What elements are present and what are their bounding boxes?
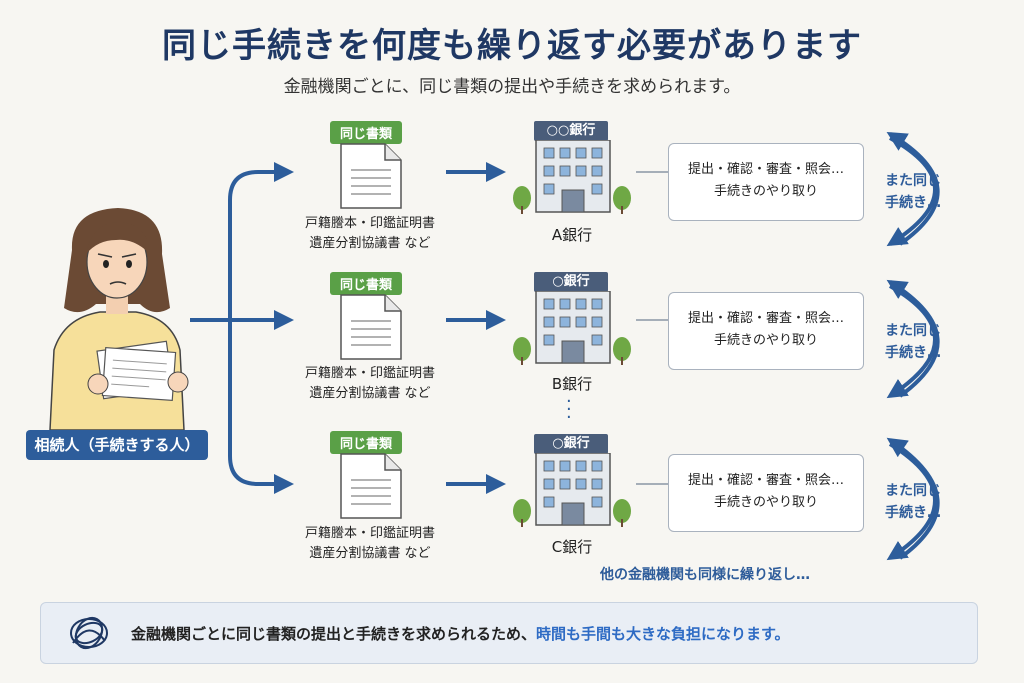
footer-text-highlight: 時間も手間も大きな負担になります。 <box>536 625 790 643</box>
process-line: 提出・確認・審査・照会… <box>687 473 844 488</box>
doc-caption-line: 遺産分割協議書 など <box>309 546 431 561</box>
repeat-note: また同じ 手続き… <box>868 320 958 364</box>
repeat-line: 手続き… <box>885 345 941 361</box>
document-icon <box>340 294 402 360</box>
process-line: 手続きのやり取り <box>713 184 818 199</box>
footer-banner: 金融機関ごとに同じ書類の提出と手続きを求められるため、時間も手間も大きな負担にな… <box>40 602 978 664</box>
doc-caption-line: 戸籍謄本・印鑑証明書 <box>304 216 435 231</box>
process-line: 提出・確認・審査・照会… <box>687 162 844 177</box>
repeat-note: また同じ 手続き… <box>868 170 958 214</box>
doc-caption-line: 戸籍謄本・印鑑証明書 <box>304 526 435 541</box>
bank-building-icon <box>513 140 631 214</box>
process-box: 提出・確認・審査・照会… 手続きのやり取り <box>668 454 864 532</box>
person-icon <box>49 208 189 430</box>
doc-caption-line: 戸籍謄本・印鑑証明書 <box>304 366 435 381</box>
doc-tag: 同じ書類 <box>330 431 402 454</box>
tangle-icon <box>70 616 108 650</box>
bank-sign: ○銀行 <box>534 272 608 292</box>
page-subtitle: 金融機関ごとに、同じ書類の提出や手続きを求められます。 <box>283 77 741 97</box>
other-banks-note: 他の金融機関も同様に繰り返し… <box>600 567 810 583</box>
process-line: 提出・確認・審査・照会… <box>687 311 844 326</box>
ellipsis-dots: ··· <box>566 391 572 428</box>
branch-arrow-c <box>228 320 294 494</box>
bank-sign: ○○銀行 <box>534 121 608 141</box>
repeat-line: 手続き… <box>885 195 941 211</box>
repeat-line: また同じ <box>885 173 941 189</box>
process-line: 手続きのやり取り <box>713 333 818 348</box>
bank-name: C銀行 <box>551 538 593 556</box>
doc-caption: 戸籍謄本・印鑑証明書 遺産分割協議書 など <box>290 524 450 564</box>
doc-tag: 同じ書類 <box>330 121 402 144</box>
doc-caption: 戸籍謄本・印鑑証明書 遺産分割協議書 など <box>290 364 450 404</box>
person-label: 相続人（手続きする人） <box>26 430 208 460</box>
process-box: 提出・確認・審査・照会… 手続きのやり取り <box>668 292 864 370</box>
cycle-arrow-icon <box>886 279 940 399</box>
doc-caption: 戸籍謄本・印鑑証明書 遺産分割協議書 など <box>290 214 450 254</box>
process-line: 手続きのやり取り <box>713 495 818 510</box>
bank-sign: ○銀行 <box>534 434 608 454</box>
repeat-line: 手続き… <box>885 505 941 521</box>
repeat-note: また同じ 手続き… <box>868 480 958 524</box>
doc-tag: 同じ書類 <box>330 272 402 295</box>
footer-text: 金融機関ごとに同じ書類の提出と手続きを求められるため、時間も手間も大きな負担にな… <box>131 623 790 644</box>
repeat-line: また同じ <box>885 483 941 499</box>
bank-building-icon <box>513 453 631 527</box>
bank-name: A銀行 <box>551 226 593 244</box>
repeat-line: また同じ <box>885 323 941 339</box>
page-title: 同じ手続きを何度も繰り返す必要があります <box>162 26 862 66</box>
bank-name: B銀行 <box>551 375 593 393</box>
bank-building-icon <box>513 291 631 365</box>
cycle-arrow-icon <box>886 437 940 561</box>
document-icon <box>340 453 402 519</box>
doc-caption-line: 遺産分割協議書 など <box>309 236 431 251</box>
process-box: 提出・確認・審査・照会… 手続きのやり取り <box>668 143 864 221</box>
doc-caption-line: 遺産分割協議書 など <box>309 386 431 401</box>
document-icon <box>340 143 402 209</box>
footer-text-plain: 金融機関ごとに同じ書類の提出と手続きを求められるため、 <box>131 625 537 643</box>
branch-arrow-a <box>190 162 294 322</box>
cycle-arrow-icon <box>886 131 940 247</box>
